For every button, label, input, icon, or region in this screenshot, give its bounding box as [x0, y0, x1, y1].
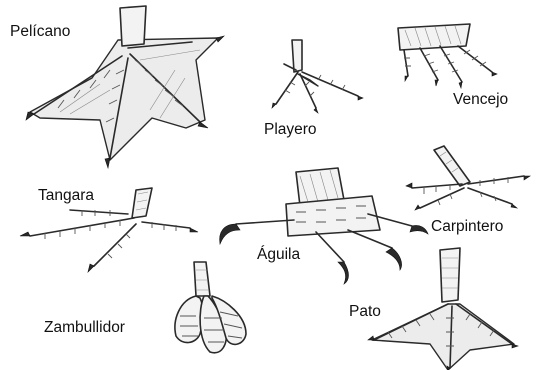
- label-carpintero: Carpintero: [431, 219, 503, 235]
- label-aguila: Águila: [257, 247, 300, 263]
- carpintero-foot: [406, 146, 530, 210]
- label-pelicano: Pelícano: [10, 24, 70, 40]
- aguila-foot: [220, 168, 428, 284]
- pato-foot: [368, 248, 518, 370]
- label-zambullidor: Zambullidor: [44, 320, 125, 336]
- label-tangara: Tangara: [38, 188, 94, 204]
- playero-foot: [272, 40, 363, 113]
- zambullidor-foot: [175, 262, 246, 353]
- label-playero: Playero: [264, 122, 317, 138]
- label-pato: Pato: [349, 304, 381, 320]
- label-vencejo: Vencejo: [453, 92, 508, 108]
- vencejo-foot: [398, 24, 497, 88]
